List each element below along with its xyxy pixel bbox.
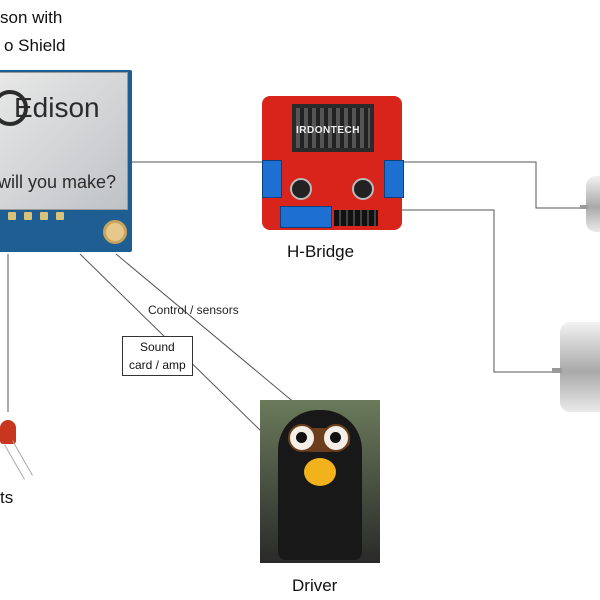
driver-beak <box>304 458 336 486</box>
edison-pad <box>40 212 48 220</box>
edison-title-line2: o Shield <box>4 36 66 55</box>
hbridge-label: H-Bridge <box>287 242 355 261</box>
hbridge-heatsink-fins <box>296 108 370 148</box>
edison-logo-icon <box>0 90 28 126</box>
driver-eye-right <box>322 424 350 452</box>
edison-pad <box>24 212 32 220</box>
motor-bottom-shaft <box>552 368 562 373</box>
wire-hbridge-to-motor-top <box>402 161 588 209</box>
edison-mount-hole <box>103 220 127 244</box>
driver-pupil <box>330 432 341 443</box>
edison-title-line1: son with <box>0 8 63 27</box>
driver-pupil <box>296 432 307 443</box>
sound-card-amp-box: Sound card / amp <box>122 336 193 376</box>
driver-eye-left <box>288 424 316 452</box>
edison-pad <box>56 212 64 220</box>
motor-top-shaft <box>580 205 588 209</box>
wire-hbridge-to-motor-bottom <box>402 209 560 373</box>
control-sensors-label: Control / sensors <box>148 303 239 317</box>
motor-bottom-body <box>560 322 600 412</box>
driver-figure <box>260 400 380 563</box>
edison-module-tagline: will you make? <box>0 172 117 192</box>
sound-card-line1: Sound <box>140 340 175 354</box>
hbridge-terminal-left <box>262 160 282 198</box>
led-red <box>0 420 16 444</box>
hbridge-capacitor <box>290 178 312 200</box>
hbridge-brand-print: IRDONTECH <box>296 125 360 136</box>
hbridge-capacitor <box>352 178 374 200</box>
driver-label: Driver <box>292 576 338 595</box>
wire-edison-to-driver-control <box>115 253 297 405</box>
hbridge-terminal-bottom <box>280 206 332 228</box>
sound-card-line2: card / amp <box>129 358 186 372</box>
edison-module-print: Edison <box>14 92 100 123</box>
lights-label: ts <box>0 488 14 507</box>
hbridge-pin-header <box>334 210 378 226</box>
motor-top-body <box>586 176 600 232</box>
hbridge-terminal-right <box>384 160 404 198</box>
edison-pad <box>8 212 16 220</box>
